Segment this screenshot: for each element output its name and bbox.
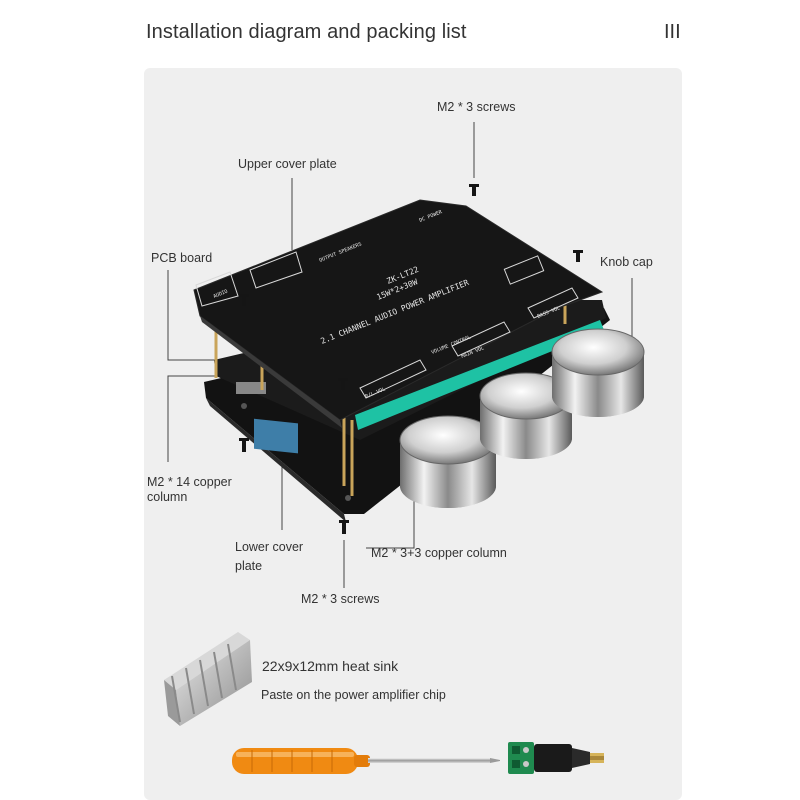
label-heat-sink: 22x9x12mm heat sink (262, 658, 399, 674)
silkscreen-audio: AUDIO (213, 289, 229, 300)
screw-top-2 (573, 250, 583, 262)
knob-rl-vol (399, 415, 497, 508)
label-m2-14-copper-column-line1: M2 * 14 copper (147, 475, 232, 489)
page-title: Installation diagram and packing list (146, 21, 467, 43)
label-lower-cover-plate-line1: Lower cover (235, 540, 304, 554)
label-m2-3-screws-bottom: M2 * 3 screws (301, 592, 380, 606)
screw-bottom-1 (239, 438, 249, 452)
page-marker: III (664, 21, 681, 43)
label-heat-sink-note: Paste on the power amplifier chip (261, 688, 446, 702)
screws (239, 184, 583, 534)
screw-top-4 (338, 378, 348, 390)
label-m2-14-copper-column-line2: column (147, 490, 188, 504)
label-pcb-board: PCB board (151, 251, 213, 265)
label-m2-3-screws-top: M2 * 3 screws (437, 100, 516, 114)
label-m2-14-copper-column: M2 * 14 copper column (147, 475, 232, 505)
heat-sink (164, 632, 252, 726)
label-lower-cover-plate-line2: plate (235, 559, 263, 573)
screw-bottom-2 (339, 520, 349, 534)
dc-connector (508, 742, 604, 774)
label-lower-cover-plate: Lower cover plate (235, 538, 303, 576)
screw-top-3 (239, 294, 249, 306)
label-m2-3-3-copper-column: M2 * 3+3 copper column (371, 546, 507, 560)
label-upper-cover-plate: Upper cover plate (238, 157, 337, 171)
label-knob-cap: Knob cap (600, 255, 653, 269)
upper-cover-plate: ZK-LT22 15W*2+30W 2.1 CHANNEL AUDIO POWE… (193, 199, 604, 428)
knob-main-vol (479, 372, 573, 459)
knob-bass-vol (551, 328, 645, 417)
screwdriver (232, 748, 500, 774)
screw-top-1 (469, 184, 479, 196)
